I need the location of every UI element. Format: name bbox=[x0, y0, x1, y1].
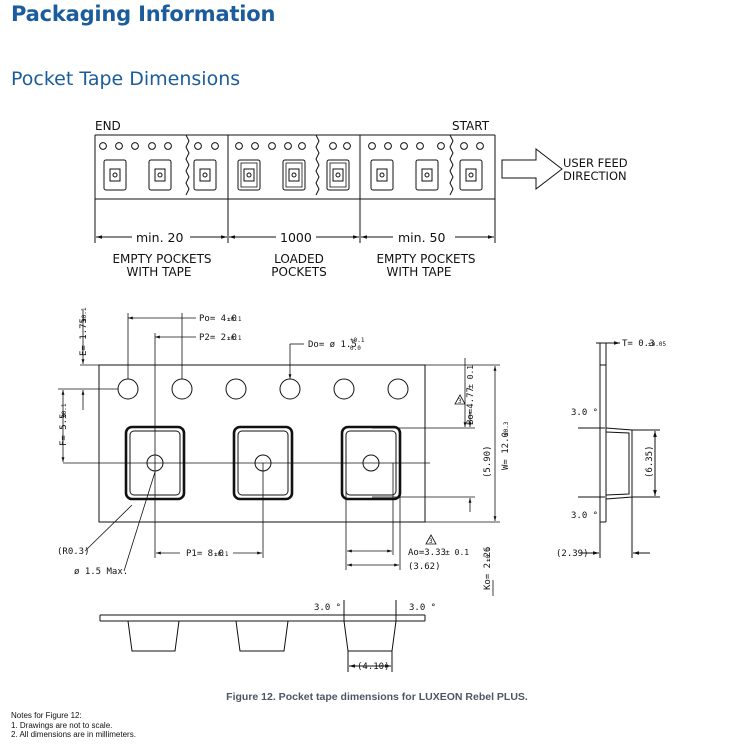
tape-pocket bbox=[193, 159, 217, 191]
sprocket-hole bbox=[476, 142, 484, 150]
end-label: END bbox=[95, 119, 121, 133]
mid-caption-2: POCKETS bbox=[271, 265, 326, 279]
tape-pocket bbox=[148, 159, 172, 191]
sprocket-hole bbox=[115, 142, 123, 150]
warning-mark-2: 3 bbox=[429, 538, 433, 545]
sprocket-hole bbox=[437, 142, 445, 150]
tape-pocket bbox=[326, 159, 350, 191]
po-tol: ±0.1 bbox=[227, 316, 242, 323]
po-label: Po= 4.0 bbox=[199, 314, 237, 324]
note-item: 1. Drawings are not to scale. bbox=[11, 720, 113, 730]
ao-label: Ao=3.33 bbox=[408, 548, 446, 558]
sprocket-holes bbox=[99, 142, 484, 150]
f-label: F= 5.5 bbox=[59, 413, 69, 446]
p2-label: P2= 2.0 bbox=[199, 333, 237, 343]
figure-notes: Notes for Figure 12: 1. Drawings are not… bbox=[11, 711, 136, 740]
mid-caption-1: LOADED bbox=[274, 252, 324, 266]
tape-overview bbox=[94, 134, 496, 200]
left-caption-1: EMPTY POCKETS bbox=[112, 252, 211, 266]
sprocket-hole bbox=[298, 142, 306, 150]
bo-tol: ± 0.1 bbox=[466, 365, 475, 389]
sprocket-hole bbox=[148, 142, 156, 150]
angle-bottom-label: 3.0 ° bbox=[571, 511, 598, 521]
tape-pocket bbox=[415, 159, 439, 191]
ko-tol: ±0.1 bbox=[485, 547, 492, 562]
angle-top-label: 3.0 ° bbox=[571, 408, 598, 418]
sprocket-hole bbox=[416, 142, 424, 150]
section-title: Pocket Tape Dimensions bbox=[11, 68, 241, 90]
pocket-tape-drawing: END START USER FEED DIRECTION min. 20 10… bbox=[57, 119, 666, 672]
w-label: W= 12.0 bbox=[501, 432, 511, 470]
w-tol: ±0.3 bbox=[503, 421, 510, 436]
side-width-label: (2.39) bbox=[556, 549, 589, 559]
length-dimensions bbox=[94, 199, 496, 243]
warning-mark-1: 3 bbox=[458, 398, 462, 405]
ao-ref-label: (3.62) bbox=[408, 562, 441, 572]
tape-pocket bbox=[103, 159, 127, 191]
note-item: 2. All dimensions are in millimeters. bbox=[11, 730, 136, 739]
e-tol: ±0.1 bbox=[81, 307, 88, 322]
tape-pocket bbox=[370, 159, 394, 191]
tape-pocket bbox=[459, 159, 483, 191]
hole-label: ø 1.5 Max. bbox=[74, 567, 128, 577]
tape-pocket bbox=[237, 159, 261, 191]
sprocket-hole bbox=[343, 142, 351, 150]
p2-tol: ±0.1 bbox=[227, 335, 242, 342]
feed-label-1: USER FEED bbox=[563, 156, 628, 170]
sprocket-hole bbox=[99, 142, 107, 150]
notes-heading: Notes for Figure 12: bbox=[11, 711, 82, 720]
right-caption-2: WITH TAPE bbox=[387, 265, 452, 279]
do-tol-plus: +0.1 bbox=[350, 337, 365, 344]
feed-direction-arrow bbox=[501, 147, 563, 191]
page-title: Packaging Information bbox=[11, 2, 276, 26]
dim-1000: 1000 bbox=[280, 230, 312, 245]
sprocket-hole bbox=[235, 142, 243, 150]
sprocket-hole bbox=[164, 142, 172, 150]
figure-caption: Figure 12. Pocket tape dimensions for LU… bbox=[226, 691, 528, 703]
right-caption-1: EMPTY POCKETS bbox=[376, 252, 475, 266]
left-caption-2: WITH TAPE bbox=[127, 265, 192, 279]
sprocket-hole bbox=[194, 142, 202, 150]
warning-icon bbox=[425, 394, 466, 545]
do-tol-minus: 0.0 bbox=[350, 345, 361, 352]
side-view bbox=[578, 341, 660, 558]
sprocket-hole bbox=[284, 142, 292, 150]
p1-tol: ±0.1 bbox=[214, 551, 229, 558]
t-tol: ±0.05 bbox=[648, 341, 666, 348]
bottom-ref-label: (4.10) bbox=[357, 662, 390, 672]
sprocket-hole bbox=[384, 142, 392, 150]
t-label: T= 0.3 bbox=[622, 339, 655, 349]
start-label: START bbox=[452, 119, 490, 133]
w-ref-label: (5.90) bbox=[483, 445, 493, 478]
ko-label: Ko= 2.26 bbox=[483, 547, 493, 590]
bottom-angle-right: 3.0 ° bbox=[409, 603, 436, 613]
sprocket-hole bbox=[268, 142, 276, 150]
feed-label-2: DIRECTION bbox=[563, 169, 627, 183]
bottom-profile bbox=[99, 600, 426, 672]
sprocket-hole bbox=[368, 142, 376, 150]
sprocket-hole bbox=[211, 142, 219, 150]
sprocket-hole bbox=[251, 142, 259, 150]
tape-pockets bbox=[103, 159, 483, 191]
do-label: Do= ø 1.5 bbox=[308, 340, 357, 350]
ao-tol: ± 0.1 bbox=[445, 548, 469, 557]
bo-label: Bo=4.77 bbox=[466, 387, 476, 425]
dim-min-20: min. 20 bbox=[136, 230, 183, 245]
p1-label: P1= 8.0 bbox=[186, 549, 224, 559]
sprocket-hole bbox=[131, 142, 139, 150]
dim-min-50: min. 50 bbox=[398, 230, 445, 245]
bottom-angle-left: 3.0 ° bbox=[314, 603, 341, 613]
sprocket-hole bbox=[400, 142, 408, 150]
tape-pocket bbox=[282, 159, 306, 191]
e-label: E= 1.75 bbox=[79, 318, 89, 356]
f-tol: ±0.1 bbox=[61, 403, 68, 418]
side-ref-label: (6.35) bbox=[645, 445, 655, 478]
sprocket-hole bbox=[329, 142, 337, 150]
radius-label: (R0.3) bbox=[57, 547, 90, 557]
sprocket-hole bbox=[460, 142, 468, 150]
